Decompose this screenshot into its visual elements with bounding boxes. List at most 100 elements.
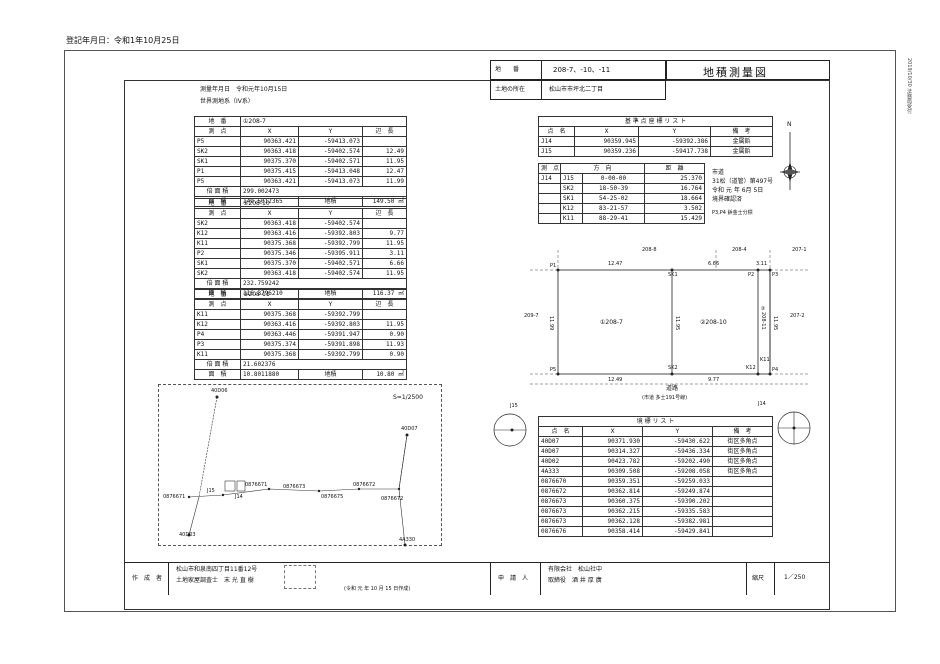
table-row: 境 標 リ ス ト [537, 416, 774, 427]
table-cell [711, 516, 774, 527]
table-cell: 21.602376 [240, 359, 407, 370]
table-cell [538, 183, 561, 194]
table-cell: 10.80 ㎡ [362, 369, 407, 380]
traverse-lines [187, 395, 409, 547]
detail-j14: J14 [758, 402, 812, 446]
table-cell: 90371.930 [582, 436, 643, 447]
table-cell: K12 [560, 203, 583, 214]
parcel-no: ①208-7 [239, 116, 408, 127]
table-cell: -59402.571 [298, 156, 363, 167]
table-cell: P3 [194, 339, 241, 350]
table-cell: Y [298, 299, 363, 310]
table-cell: -59413.048 [298, 166, 363, 177]
table-cell: SK2 [194, 268, 241, 279]
table-cell: 0876673 [538, 496, 583, 507]
table-cell: 点 名 [538, 126, 575, 137]
registration-date: 登記年月日：令和1年10月25日 [66, 36, 180, 45]
col-y: Y [298, 126, 363, 137]
control-list-title: 基 準 点 座 標 リ ス ト [537, 116, 774, 127]
table-cell: 90359.236 [574, 146, 639, 157]
table-cell: J15 [560, 173, 583, 184]
traverse-j15: J15 [207, 488, 215, 494]
table-cell: -59382.981 [642, 516, 713, 527]
table-cell: 90362.814 [582, 486, 643, 497]
plan-pt-p3: P3 [772, 272, 779, 278]
traverse-a2: 0876673 [283, 484, 306, 490]
road-note-line4: 境界確認済 [712, 196, 743, 203]
creator-label-cell: 作 成 者 [124, 563, 169, 595]
lot-box: 地 番 208-7、-10、-11 [490, 60, 666, 80]
table-cell: 90363.416 [240, 228, 299, 239]
lot-label: 地 番 [495, 66, 520, 73]
table-cell [362, 309, 407, 320]
detail-j14-icon [777, 411, 811, 445]
table-cell: -59413.073 [298, 136, 363, 147]
table-cell: K12 [194, 319, 241, 330]
table-cell: 街区多角点 [711, 456, 774, 467]
road-note-line1: 市道 [712, 169, 725, 176]
plan-pt-p1: P1 [550, 263, 557, 269]
traverse-a3: 0876672 [353, 482, 376, 488]
plan-pt-p5: P5 [550, 367, 557, 373]
table-cell: -59390.202 [642, 496, 713, 507]
traverse-n4: 4A330 [399, 537, 416, 543]
scale-value: 1／250 [784, 574, 806, 581]
location-value: 松山市市坪北二丁目 [549, 86, 604, 93]
table-cell: -59392.803 [298, 319, 363, 330]
road-approval-note: 市道 31松（道管）第497号 令和 元 年 6月 5日 境界確認済 P3,P4… [712, 170, 773, 216]
road-note-line2: 31松（道管）第497号 [712, 178, 774, 185]
table-cell: 90363.416 [240, 319, 299, 330]
traverse-diagram: S=1/2500 40D06 40D03 40D07 4A330 J15 J14… [158, 384, 442, 547]
plan-dist-top-1: 12.47 [608, 261, 623, 267]
sheet-frame [64, 50, 896, 612]
table-cell: 88-29-41 [581, 213, 646, 224]
table-cell: 12.47 [361, 166, 408, 177]
table-cell: J14 [538, 136, 575, 147]
table-cell: 90375.346 [240, 248, 299, 259]
table-cell: K11 [194, 309, 241, 320]
table-cell: 0876672 [538, 486, 583, 497]
table-cell: 11.93 [362, 339, 407, 350]
plan-pt-sk1: SK1 [668, 272, 678, 278]
title-box: 地積測量図 [666, 60, 830, 80]
table-cell: 90375.370 [240, 156, 299, 167]
seal-stamp [284, 565, 316, 589]
coord-system: 世界測地系（IV系） [200, 98, 254, 105]
table-cell: X [582, 426, 643, 437]
table-cell: 90375.370 [240, 258, 299, 269]
table-cell: -59429.841 [642, 526, 713, 537]
plan-dist-top-3: 3.11 [756, 261, 768, 267]
table-cell: 測 点 [538, 163, 561, 174]
detail-j15-label: J15 [510, 403, 518, 409]
table-cell: 0.90 [362, 349, 407, 360]
table-cell: 40D07 [538, 436, 583, 447]
traverse-n2: 40D03 [179, 532, 196, 538]
table-cell: SK2 [560, 183, 583, 194]
table-cell: 18.664 [644, 193, 706, 204]
plan-pt-k11: K11 [760, 357, 770, 363]
table-cell: 辺 長 [362, 299, 407, 310]
table-cell: 0876676 [538, 526, 583, 537]
table-cell: 40D02 [538, 456, 583, 467]
table-cell: 10.8011880 [240, 369, 299, 380]
plan-road: 道路 [666, 385, 679, 392]
plan-lot-2084: 208-4 [732, 247, 747, 253]
parcel-plan-lines [530, 250, 810, 385]
table-cell: 83-21-57 [581, 203, 646, 214]
table-cell: 16.764 [644, 183, 706, 194]
